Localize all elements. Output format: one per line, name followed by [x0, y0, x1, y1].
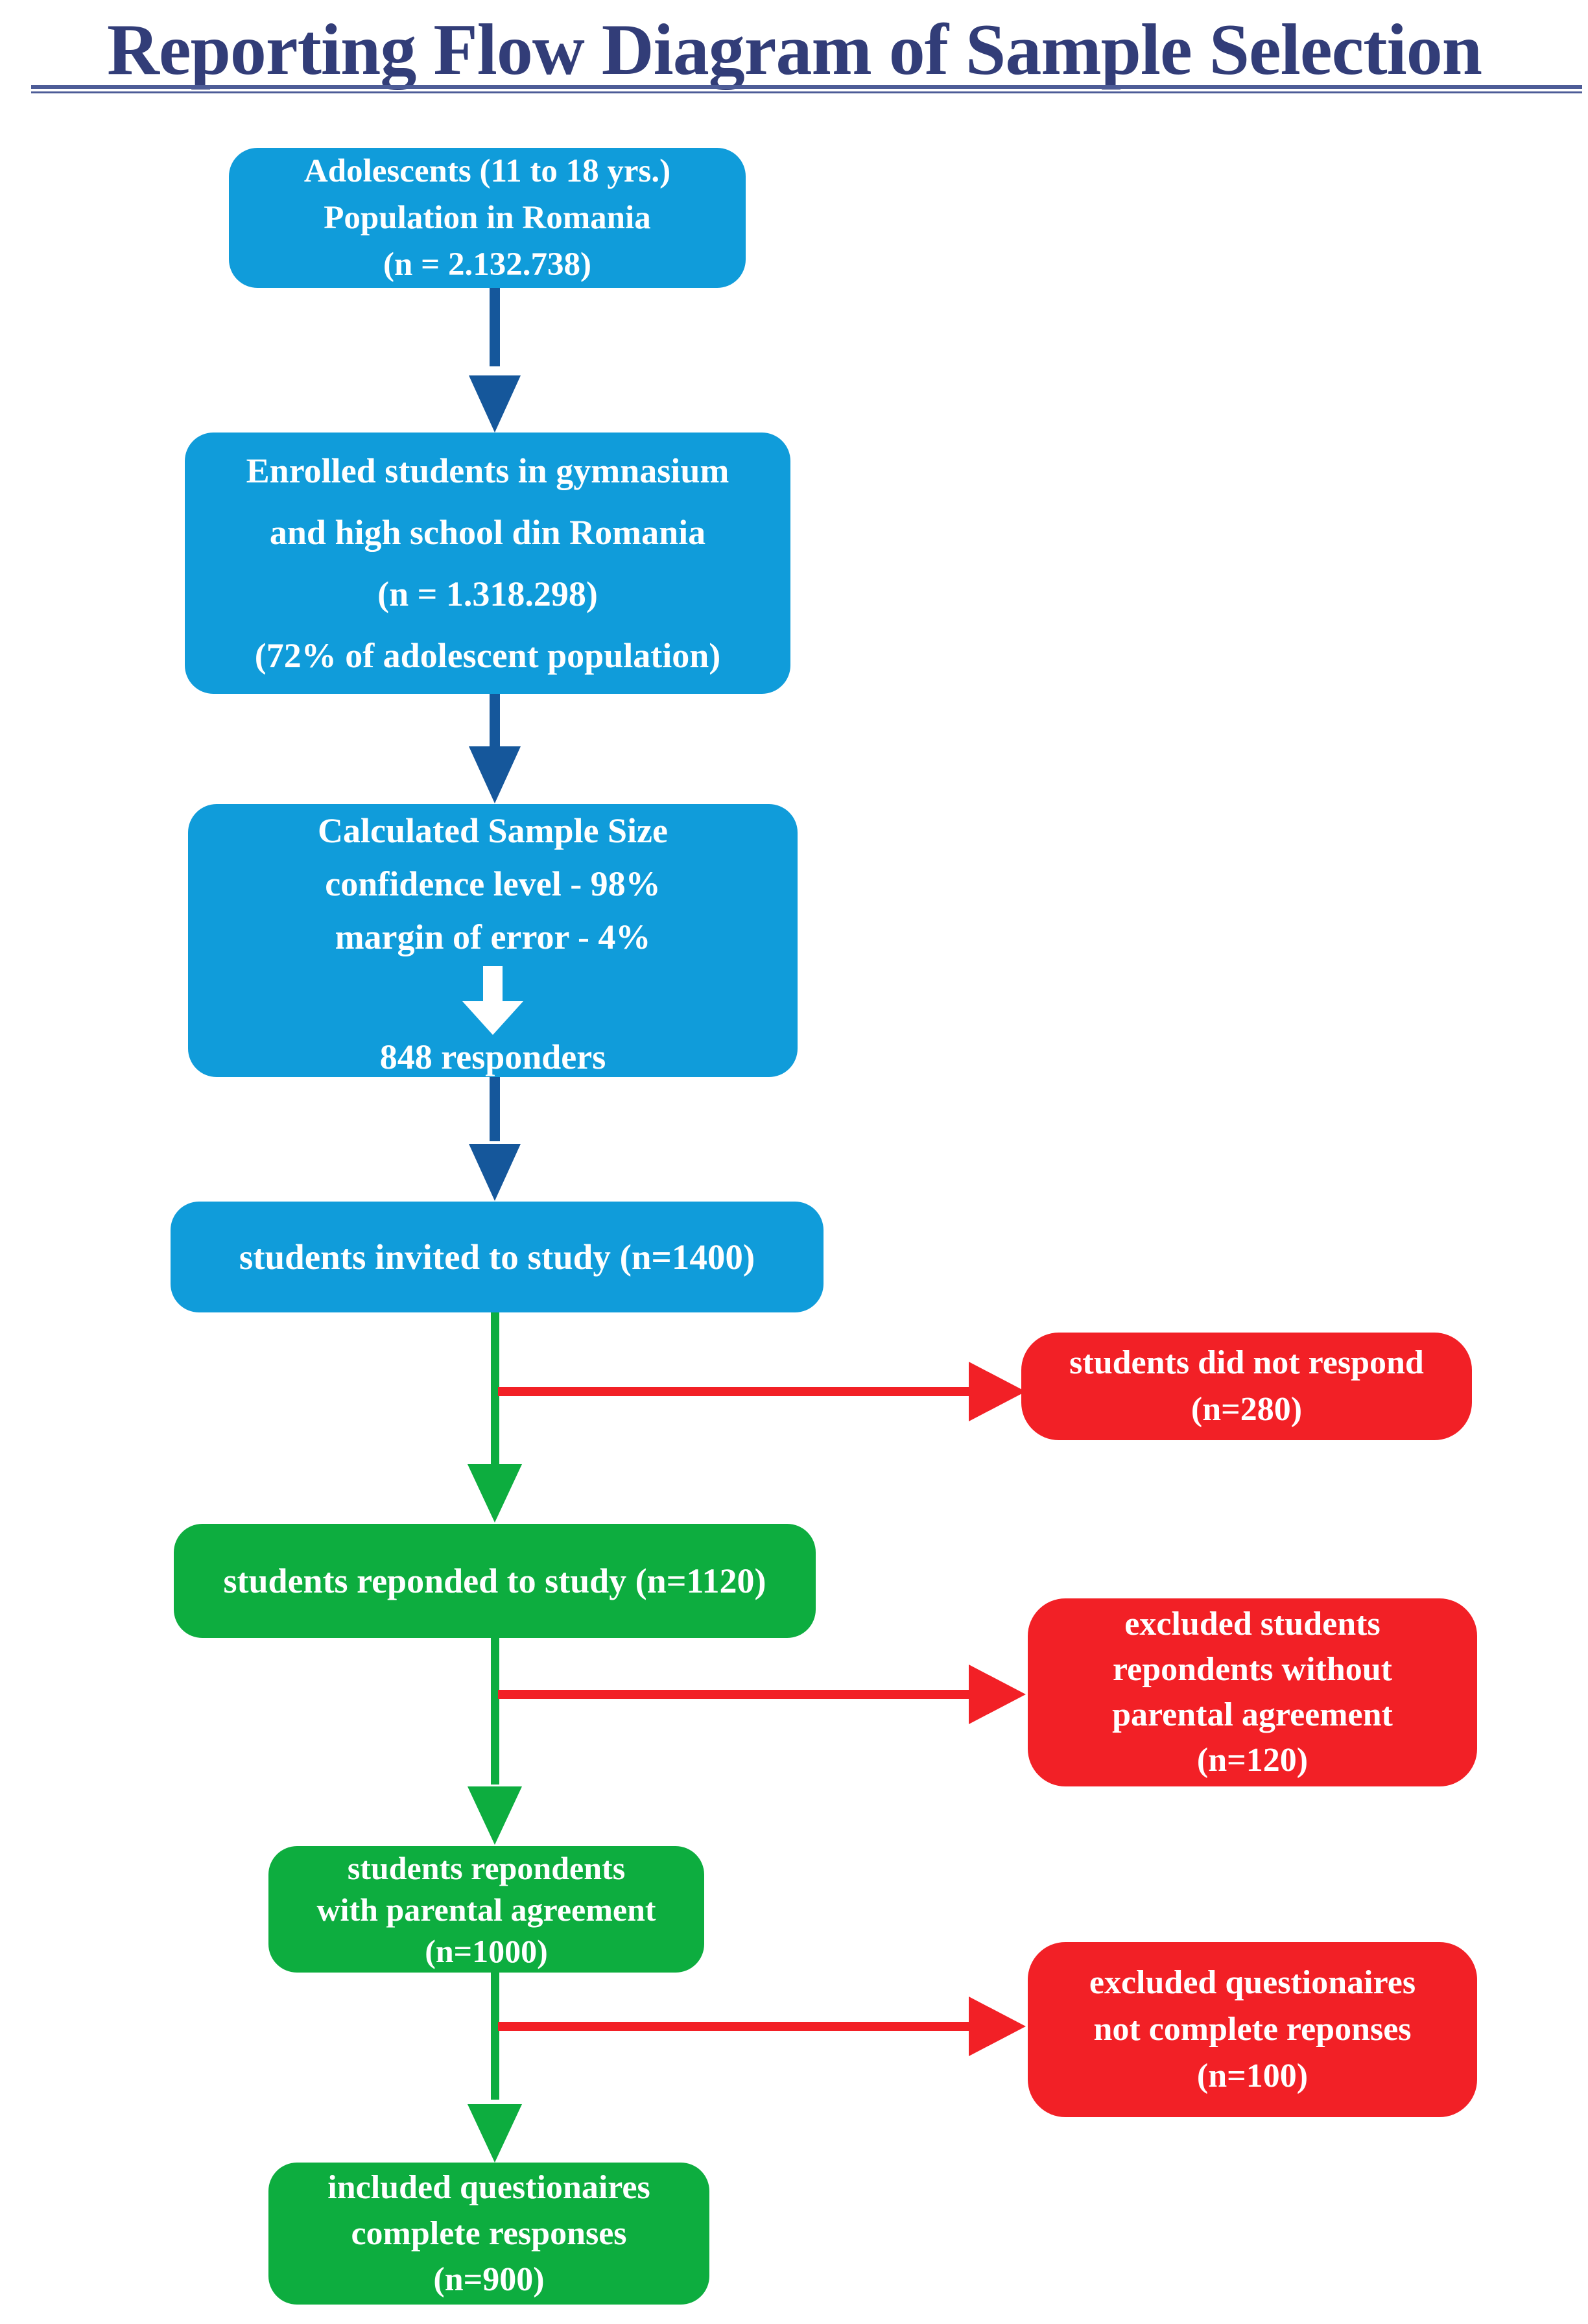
arrow-down-shaft-icon	[490, 1077, 500, 1141]
red-branch-shaft-icon	[498, 2022, 973, 2031]
green-arrow-head-icon	[468, 2104, 522, 2163]
red-branch-shaft-icon	[498, 1387, 973, 1396]
sample-size-box: Calculated Sample Size confidence level …	[188, 804, 798, 1077]
box-text-line: (n = 1.318.298)	[377, 574, 598, 613]
arrow-down-head-icon	[469, 375, 521, 433]
box-text-line: (n = 2.132.738)	[383, 246, 591, 283]
parental-agreement-box: students repondents with parental agreem…	[268, 1846, 704, 1973]
box-text-line: Calculated Sample Size	[318, 811, 668, 850]
included-box: included questionaires complete response…	[268, 2163, 709, 2305]
box-text-line: students did not respond	[1069, 1344, 1424, 1381]
red-branch-shaft-icon	[498, 1690, 973, 1699]
green-arrow-head-icon	[468, 1464, 522, 1523]
box-text-line: included questionaires	[327, 2169, 650, 2206]
green-arrow-shaft-icon	[491, 1973, 499, 2100]
green-arrow-head-icon	[468, 1786, 522, 1845]
box-text-line: repondents without	[1112, 1651, 1392, 1688]
box-text-line: with parental agreement	[316, 1891, 656, 1928]
box-text-line: (n=120)	[1196, 1742, 1309, 1779]
invited-box: students invited to study (n=1400)	[171, 1202, 824, 1312]
box-text-line: students repondents	[347, 1849, 626, 1886]
box-text-line: margin of error - 4%	[335, 918, 651, 956]
excluded-incomplete-box: excluded questionaires not complete repo…	[1028, 1942, 1477, 2117]
box-text-line: not complete reponses	[1093, 2011, 1412, 2048]
title-underline-top	[31, 85, 1582, 89]
enrolled-box: Enrolled students in gymnasium and high …	[185, 433, 790, 694]
red-branch-head-icon	[969, 1362, 1026, 1421]
box-text-line: students invited to study (n=1400)	[239, 1237, 755, 1277]
red-branch-head-icon	[969, 1997, 1026, 2056]
box-text-line: (n=100)	[1196, 2057, 1309, 2094]
box-text-line: Adolescents (11 to 18 yrs.)	[303, 153, 671, 189]
box-text-line: complete responses	[351, 2215, 627, 2252]
box-text-line: students reponded to study (n=1120)	[223, 1561, 766, 1600]
box-text-line: Population in Romania	[324, 200, 651, 236]
box-text-line: parental agreement	[1112, 1696, 1393, 1733]
title-underline-bottom	[31, 91, 1582, 93]
white-arrow-shaft	[483, 966, 503, 1001]
box-text-line: (n=280)	[1191, 1391, 1303, 1428]
responded-box: students reponded to study (n=1120)	[174, 1524, 816, 1638]
population-box: Adolescents (11 to 18 yrs.) Population i…	[229, 148, 746, 288]
box-text-line: excluded students	[1124, 1606, 1381, 1642]
box-text-line: and high school din Romania	[269, 512, 706, 552]
box-text-line: confidence level - 98%	[325, 864, 661, 903]
green-arrow-shaft-icon	[491, 1312, 499, 1464]
arrow-down-shaft-icon	[490, 288, 500, 366]
box-text-line: (72% of adolescent population)	[254, 635, 721, 675]
box-text-line: Enrolled students in gymnasium	[246, 451, 729, 490]
box-text-line: (n=900)	[433, 2261, 545, 2298]
page-title: Reporting Flow Diagram of Sample Selecti…	[107, 10, 1482, 90]
box-text-line: 848 responders	[379, 1038, 606, 1076]
box-text-line: (n=1000)	[425, 1932, 548, 1969]
arrow-down-head-icon	[469, 1144, 521, 1201]
excluded-parental-box: excluded students repondents without par…	[1028, 1598, 1477, 1786]
arrow-down-head-icon	[469, 746, 521, 803]
no-response-box: students did not respond (n=280)	[1021, 1333, 1472, 1440]
box-text-line: excluded questionaires	[1089, 1964, 1416, 2001]
green-arrow-shaft-icon	[491, 1638, 499, 1784]
white-arrow-head	[462, 1001, 523, 1035]
white-down-arrow-icon	[462, 966, 523, 1036]
red-branch-head-icon	[969, 1665, 1026, 1724]
arrow-down-shaft-icon	[490, 694, 500, 749]
